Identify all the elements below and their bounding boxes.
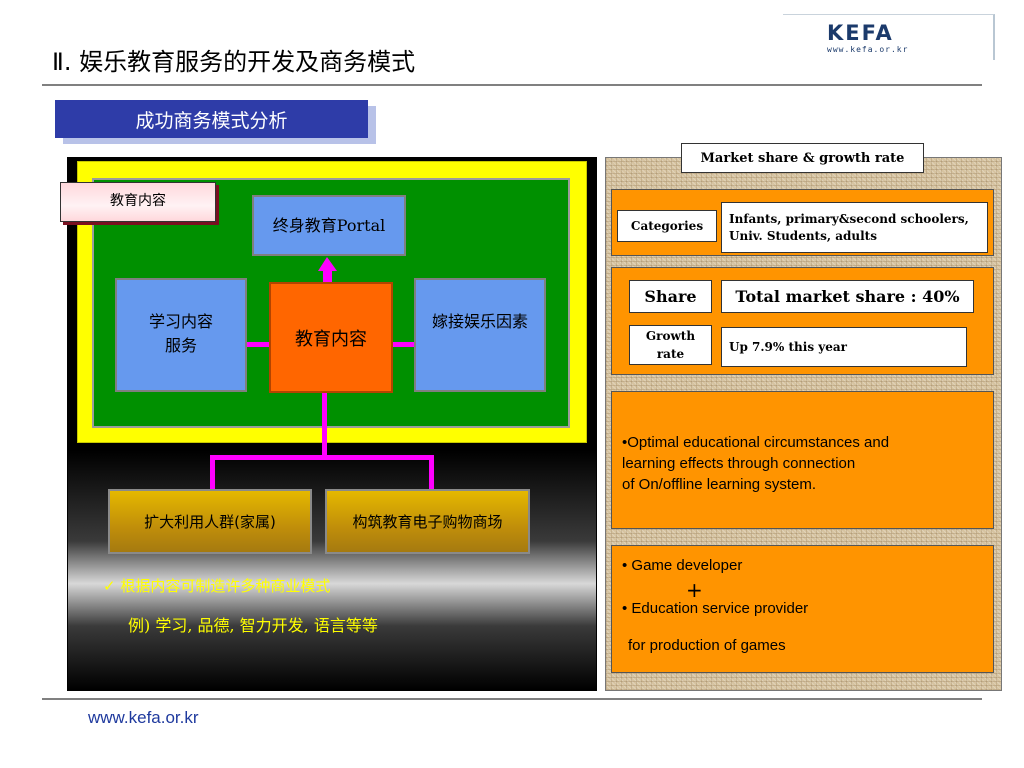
connector-right [393,342,414,347]
arrow-up-icon [318,257,337,271]
lifelong-education-portal-box: 终身教育Portal [252,195,406,256]
share-label: Share [629,280,712,313]
categories-label: Categories [617,210,717,242]
categories-value-line-2: Univ. Students, adults [729,228,877,243]
share-value: Total market share : 40% [721,280,974,313]
kefa-logo: KEFA www.kefa.or.kr [783,14,995,60]
content-tab: 教育内容 [60,182,216,222]
education-content-box: 教育内容 [269,282,393,393]
plus-sign: + [686,578,703,602]
learning-effects-card [611,391,994,529]
footer-divider [42,698,982,700]
categories-value-line-1: Infants, primary&second schoolers, [729,211,969,226]
learning-content-line-2: 服务 [164,336,197,355]
connector-branch-right [429,455,434,490]
game-developer-text: • Game developer • Education service pro… [622,557,982,654]
title-divider [42,84,982,86]
learning-effects-text: •Optimal educational circumstances and l… [622,432,982,495]
games-production-line: for production of games [628,637,786,654]
growth-label-line-2: rate [656,347,685,361]
connector-down [322,393,327,458]
learning-content-line-1: 学习内容 [148,312,213,331]
footer-link[interactable]: www.kefa.or.kr [88,708,199,727]
connector-branch [210,455,434,460]
education-provider-line: • Education service provider [622,600,809,617]
growth-label-line-1: Growth [645,329,696,343]
section-label: 成功商务模式分析 [55,100,368,138]
business-model-note: ✓ 根据内容可制造许多种商业模式 [103,577,331,595]
game-developer-line: • Game developer [622,557,743,574]
slide-title: Ⅱ. 娱乐教育服务的开发及商务模式 [52,48,416,76]
arrow-shaft [323,270,332,282]
learning-effects-line-3: of On/offline learning system. [622,476,816,493]
learning-effects-line-1: •Optimal educational circumstances and [622,434,890,451]
growth-rate-label: Growth rate [629,325,712,365]
learning-content-service-box: 学习内容 服务 [115,278,247,392]
market-share-title: Market share & growth rate [681,143,924,173]
logo-wordmark: KEFA [827,21,894,45]
categories-value: Infants, primary&second schoolers, Univ.… [721,202,988,253]
growth-rate-value: Up 7.9% this year [721,327,967,367]
learning-effects-line-2: learning effects through connection [622,455,856,472]
business-model-examples: 例) 学习, 品德, 智力开发, 语言等等 [128,616,378,635]
connector-left [247,342,269,347]
entertainment-elements-box: 嫁接娱乐因素 [414,278,546,392]
education-shopping-mall-box: 构筑教育电子购物商场 [325,489,530,554]
expand-user-base-box: 扩大利用人群(家属) [108,489,312,554]
game-developer-card [611,545,994,673]
logo-url: www.kefa.or.kr [827,45,909,54]
connector-branch-left [210,455,215,490]
